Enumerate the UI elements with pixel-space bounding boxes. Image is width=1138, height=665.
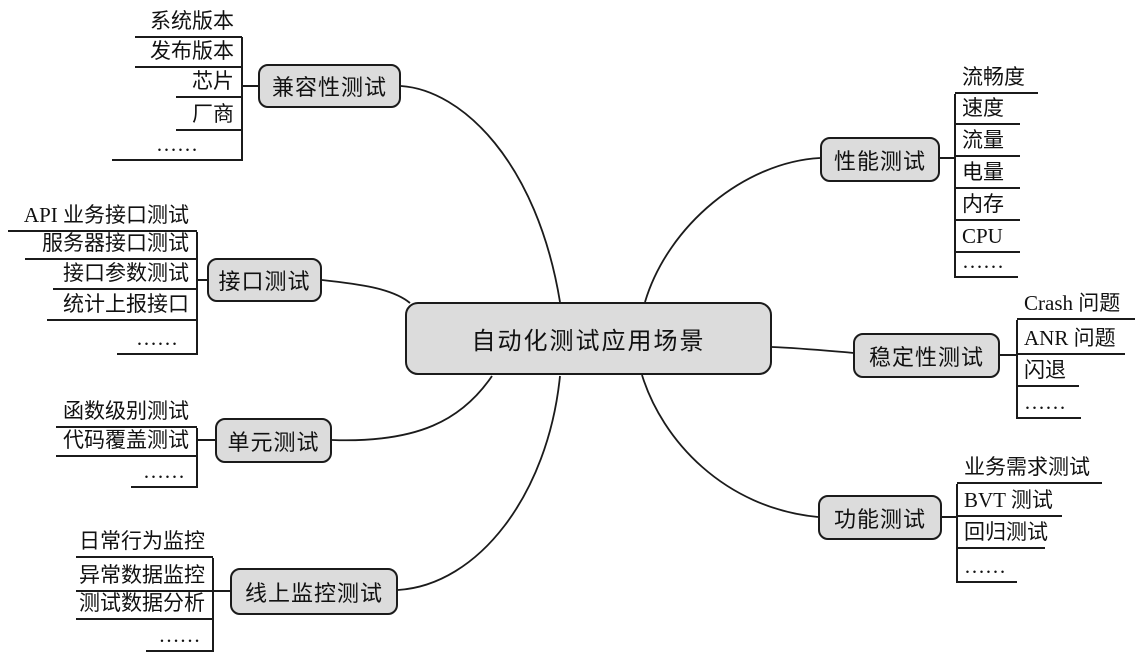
leaf-node: …… [955, 248, 1018, 278]
leaf-node: 系统版本 [135, 8, 242, 38]
branch-node-interface: 接口测试 [207, 258, 322, 302]
leaf-node: 厂商 [176, 101, 242, 131]
leaf-node: 闪退 [1017, 357, 1079, 387]
branch-node-compatibility: 兼容性测试 [258, 64, 401, 108]
rail-compatibility [241, 37, 259, 161]
leaf-node: 异常数据监控 [76, 562, 213, 592]
edge-central-online-monitoring [397, 375, 561, 591]
rail-stability [999, 320, 1018, 419]
leaf-node: …… [957, 553, 1017, 583]
rail-performance [939, 94, 956, 278]
rail-interface [196, 232, 208, 355]
leaf-node: 流量 [955, 127, 1020, 157]
leaf-node: 内存 [955, 191, 1020, 221]
central-node: 自动化测试应用场景 [405, 302, 772, 375]
edge-central-functional [641, 374, 819, 518]
leaf-node: 日常行为监控 [76, 528, 213, 558]
edge-central-unit [331, 375, 493, 442]
leaf-node: CPU [955, 223, 1020, 253]
leaf-node: …… [131, 458, 197, 488]
leaf-node: 代码覆盖测试 [56, 427, 197, 457]
rail-unit [196, 428, 216, 488]
leaf-node: 发布版本 [135, 38, 242, 68]
leaf-node: 回归测试 [957, 519, 1048, 549]
branch-node-functional: 功能测试 [818, 495, 942, 540]
leaf-node: 函数级别测试 [56, 398, 197, 428]
branch-node-unit: 单元测试 [215, 418, 332, 463]
rail-online-monitoring [212, 558, 231, 652]
leaf-node: 服务器接口测试 [25, 230, 197, 260]
leaf-node: API 业务接口测试 [8, 202, 197, 232]
leaf-node: 电量 [955, 159, 1020, 189]
leaf-node: Crash 问题 [1017, 290, 1135, 320]
leaf-node: ANR 问题 [1017, 325, 1125, 355]
leaf-node: 速度 [955, 95, 1020, 125]
rail-functional [941, 484, 958, 583]
branch-node-online-monitoring: 线上监控测试 [230, 568, 398, 615]
leaf-node: 业务需求测试 [957, 454, 1102, 484]
leaf-node: …… [146, 622, 213, 652]
edge-central-stability [771, 346, 855, 354]
leaf-node: 测试数据分析 [76, 590, 213, 620]
leaf-node: …… [117, 325, 197, 355]
leaf-node: 流畅度 [955, 64, 1038, 94]
branch-node-stability: 稳定性测试 [853, 333, 1000, 378]
leaf-node: BVT 测试 [957, 487, 1062, 517]
leaf-node: 统计上报接口 [47, 291, 197, 321]
leaf-node: …… [1017, 389, 1081, 419]
edge-central-interface [321, 279, 411, 304]
leaf-node: 接口参数测试 [53, 260, 197, 290]
edge-central-performance [644, 157, 821, 303]
leaf-node: …… [112, 131, 242, 161]
edge-central-compatibility [400, 85, 561, 303]
leaf-node: 芯片 [176, 68, 242, 98]
branch-node-performance: 性能测试 [820, 137, 940, 182]
